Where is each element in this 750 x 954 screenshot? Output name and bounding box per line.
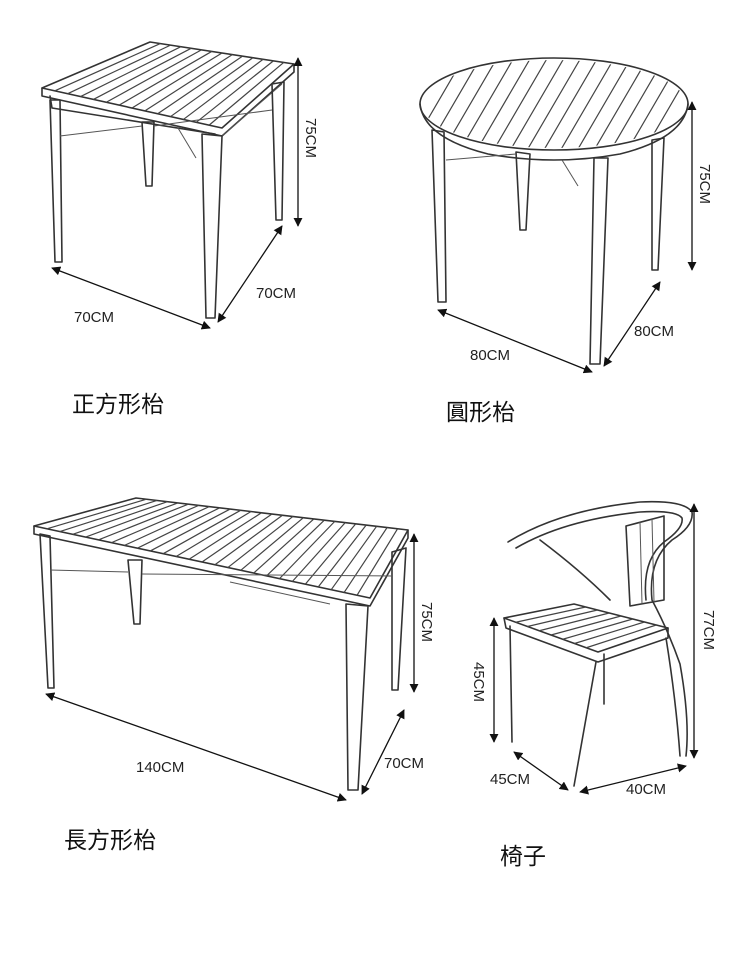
wood-slat-line (170, 57, 254, 118)
wood-slat-line (85, 502, 179, 538)
wood-slat-line (330, 525, 378, 591)
wood-slat-line (558, 60, 617, 148)
rectangular-table-caption: 長方形枱 (64, 828, 156, 854)
wood-slat-line (266, 519, 325, 577)
chair-depth-label: 40CM (626, 781, 666, 798)
wood-slat-line (54, 43, 161, 92)
wood-slat-line (542, 60, 600, 148)
wood-slat-line (292, 522, 346, 582)
wood-slat-line (195, 60, 274, 123)
wood-slat-line (550, 615, 622, 636)
wood-slat-line (111, 504, 200, 544)
wood-slat-line (131, 52, 223, 109)
wood-slat-line (118, 50, 213, 106)
wood-slat-line (539, 612, 610, 632)
wood-slat-line (441, 60, 499, 148)
wood-slat-line (105, 49, 202, 103)
wood-slat-line (72, 501, 168, 535)
wood-slat-line (422, 60, 466, 148)
wood-slat-line (279, 520, 336, 580)
rectangular-table-height-label: 75CM (418, 602, 435, 642)
wood-slat-line (609, 60, 667, 148)
rectangular-table-drawing (33, 497, 419, 802)
wood-slat-line (525, 60, 583, 148)
wood-slat-line (93, 47, 192, 100)
wood-slat-line (574, 621, 645, 645)
wood-slat-line (124, 506, 210, 546)
square-table-drawing (41, 41, 303, 330)
wood-slat-line (475, 60, 533, 148)
chair-drawing (489, 500, 699, 795)
square-table-height-label: 75CM (302, 118, 319, 158)
wood-slat-line (625, 60, 684, 148)
wood-slat-line (162, 509, 241, 555)
round-table-drawing (419, 57, 697, 374)
wood-slat-line (575, 60, 633, 148)
wood-slat-line (137, 507, 220, 549)
wood-slat-line (424, 60, 483, 148)
wood-slat-line (642, 60, 686, 148)
wood-slat-line (240, 517, 304, 571)
wood-slat-line (253, 518, 315, 574)
round-table-caption: 圓形枱 (446, 400, 515, 426)
wood-slat-line (157, 55, 243, 115)
chair-seat-height-label: 45CM (470, 662, 487, 702)
wood-slat-line (592, 60, 650, 148)
chair-width-label: 45CM (490, 771, 530, 788)
square-table-width-label: 70CM (74, 309, 114, 326)
wood-slat-line (304, 523, 357, 585)
wood-slat-line (208, 61, 285, 126)
wood-slat-line (562, 618, 633, 640)
chair-caption: 椅子 (500, 844, 546, 870)
round-table-depth-label: 80CM (634, 323, 674, 340)
wood-slat-line (343, 527, 388, 593)
wood-slat-line (188, 512, 262, 560)
wood-slat-line (67, 44, 171, 95)
wood-slat-line (515, 606, 586, 623)
wood-slat-line (201, 513, 273, 563)
square-table-depth-label: 70CM (256, 285, 296, 302)
chair-total-height-label: 77CM (700, 610, 717, 650)
wood-slat-line (586, 624, 657, 649)
round-table-width-label: 80CM (470, 347, 510, 364)
wood-slat-line (527, 609, 598, 628)
rectangular-table-width-label: 140CM (136, 759, 184, 776)
wood-slat-line (98, 503, 189, 541)
wood-slat-line (150, 508, 231, 552)
wood-slat-line (227, 515, 294, 569)
wood-slat-line (80, 46, 182, 98)
round-table-height-label: 75CM (696, 164, 713, 204)
wood-slat-line (491, 60, 550, 148)
wood-slat-line (508, 60, 566, 148)
wood-slat-line (458, 60, 516, 148)
wood-slat-line (46, 498, 147, 530)
wood-slat-line (59, 499, 158, 533)
square-table-caption: 正方形枱 (72, 392, 164, 418)
wood-slat-line (175, 511, 252, 557)
wood-slat-line (183, 58, 264, 120)
wood-slat-line (356, 528, 399, 596)
wood-slat-line (144, 54, 233, 112)
wood-slat-line (317, 524, 367, 588)
wood-slat-line (214, 514, 283, 566)
rectangular-table-depth-label: 70CM (384, 755, 424, 772)
